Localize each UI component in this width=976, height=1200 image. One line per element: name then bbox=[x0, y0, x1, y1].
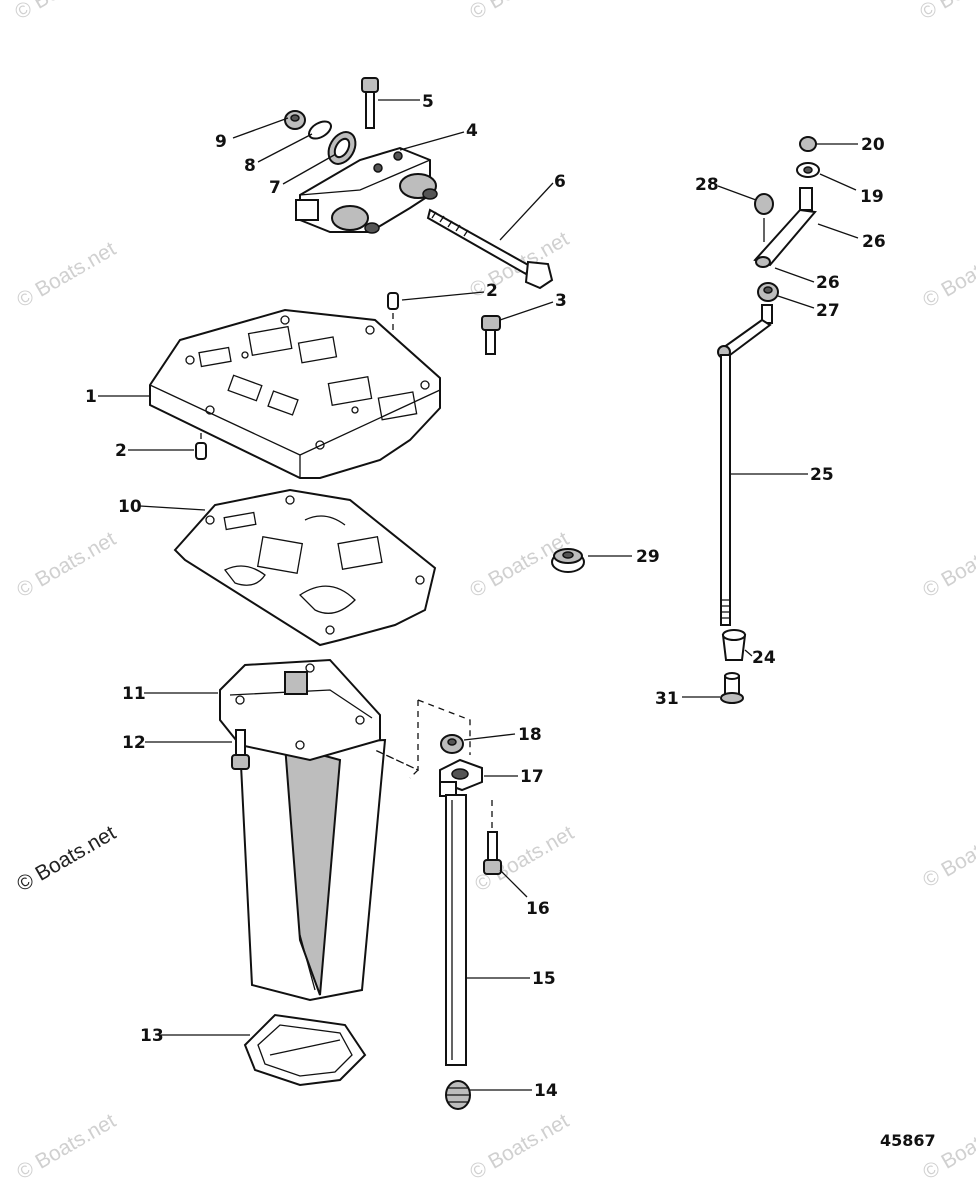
part-31-bushing[interactable] bbox=[720, 672, 744, 704]
watermark: © Boats.net bbox=[13, 237, 120, 312]
callout-5: 5 bbox=[422, 92, 434, 112]
callouts: 5 9 8 7 4 6 2 3 1 2 10 29 11 12 13 14 15… bbox=[85, 92, 886, 1101]
watermark: © Boats.net bbox=[466, 0, 573, 24]
callout-26-lower: 26 bbox=[816, 273, 840, 293]
callout-4: 4 bbox=[466, 121, 478, 141]
watermarks: © Boats.net © Boats.net © Boats.net © Bo… bbox=[11, 0, 976, 1184]
callout-26-upper: 26 bbox=[862, 232, 886, 252]
callout-19: 19 bbox=[860, 187, 884, 207]
watermark: © Boats.net bbox=[919, 237, 976, 312]
part-20-nut[interactable] bbox=[799, 136, 817, 152]
watermark: © Boats.net bbox=[11, 0, 118, 24]
part-7-seal[interactable] bbox=[323, 127, 361, 168]
part-24-bushing[interactable] bbox=[721, 629, 747, 661]
watermark: © Boats.net bbox=[466, 1109, 573, 1184]
part-13-seal[interactable] bbox=[243, 1013, 367, 1087]
part-11-driveshaft-housing[interactable] bbox=[219, 658, 387, 1002]
part-25-shift-rod[interactable] bbox=[717, 304, 773, 626]
callout-24: 24 bbox=[752, 648, 776, 668]
watermark: © Boats.net bbox=[13, 527, 120, 602]
callout-31: 31 bbox=[655, 689, 679, 709]
callout-16: 16 bbox=[526, 899, 550, 919]
callout-14: 14 bbox=[534, 1081, 558, 1101]
figure-number: 45867 bbox=[880, 1131, 936, 1150]
part-29-grommet[interactable] bbox=[551, 548, 585, 573]
watermark: © Boats.net bbox=[919, 527, 976, 602]
callout-8: 8 bbox=[244, 156, 256, 176]
callout-6: 6 bbox=[554, 172, 566, 192]
part-5-bolt[interactable] bbox=[361, 77, 379, 129]
watermark: © Boats.net bbox=[13, 821, 120, 896]
callout-3: 3 bbox=[555, 291, 567, 311]
part-6-long-bolt[interactable] bbox=[426, 208, 554, 290]
callout-25: 25 bbox=[810, 465, 834, 485]
callout-1: 1 bbox=[85, 387, 97, 407]
part-12-bolt[interactable] bbox=[231, 729, 250, 770]
part-19-washer[interactable] bbox=[796, 162, 820, 178]
callout-9: 9 bbox=[215, 132, 227, 152]
part-18-nut[interactable] bbox=[440, 734, 464, 754]
part-9-nut[interactable] bbox=[284, 110, 306, 130]
callout-10: 10 bbox=[118, 497, 142, 517]
callout-27: 27 bbox=[816, 301, 840, 321]
part-14-grommet[interactable] bbox=[445, 1080, 471, 1110]
callout-20: 20 bbox=[861, 135, 885, 155]
part-1-adaptor-plate[interactable] bbox=[149, 308, 441, 479]
part-10-gasket[interactable] bbox=[173, 488, 437, 647]
part-17-clamp[interactable] bbox=[439, 758, 483, 797]
callout-2-top: 2 bbox=[486, 281, 498, 301]
callout-13: 13 bbox=[140, 1026, 164, 1046]
callout-12: 12 bbox=[122, 733, 146, 753]
callout-28: 28 bbox=[695, 175, 719, 195]
callout-29: 29 bbox=[636, 547, 660, 567]
callout-11: 11 bbox=[122, 684, 146, 704]
part-2-dowel-pin-top[interactable] bbox=[387, 292, 399, 310]
part-27-bushing[interactable] bbox=[757, 282, 779, 302]
part-28-nut[interactable] bbox=[754, 193, 774, 215]
part-8-washer[interactable] bbox=[306, 118, 334, 142]
part-26-lever-upper[interactable] bbox=[753, 187, 817, 268]
callout-18: 18 bbox=[518, 725, 542, 745]
watermark: © Boats.net bbox=[919, 817, 976, 892]
part-3-bolt[interactable] bbox=[481, 315, 501, 355]
callout-7: 7 bbox=[269, 178, 281, 198]
watermark: © Boats.net bbox=[13, 1109, 120, 1184]
part-16-screw[interactable] bbox=[483, 831, 502, 875]
callout-2-bottom: 2 bbox=[115, 441, 127, 461]
part-4-block[interactable] bbox=[295, 146, 438, 234]
callout-15: 15 bbox=[532, 969, 556, 989]
leader-lines bbox=[98, 99, 859, 1091]
callout-17: 17 bbox=[520, 767, 544, 787]
part-2-dowel-pin-bottom[interactable] bbox=[195, 442, 207, 460]
part-15-water-tube[interactable] bbox=[445, 794, 467, 1066]
watermark: © Boats.net bbox=[916, 0, 976, 24]
